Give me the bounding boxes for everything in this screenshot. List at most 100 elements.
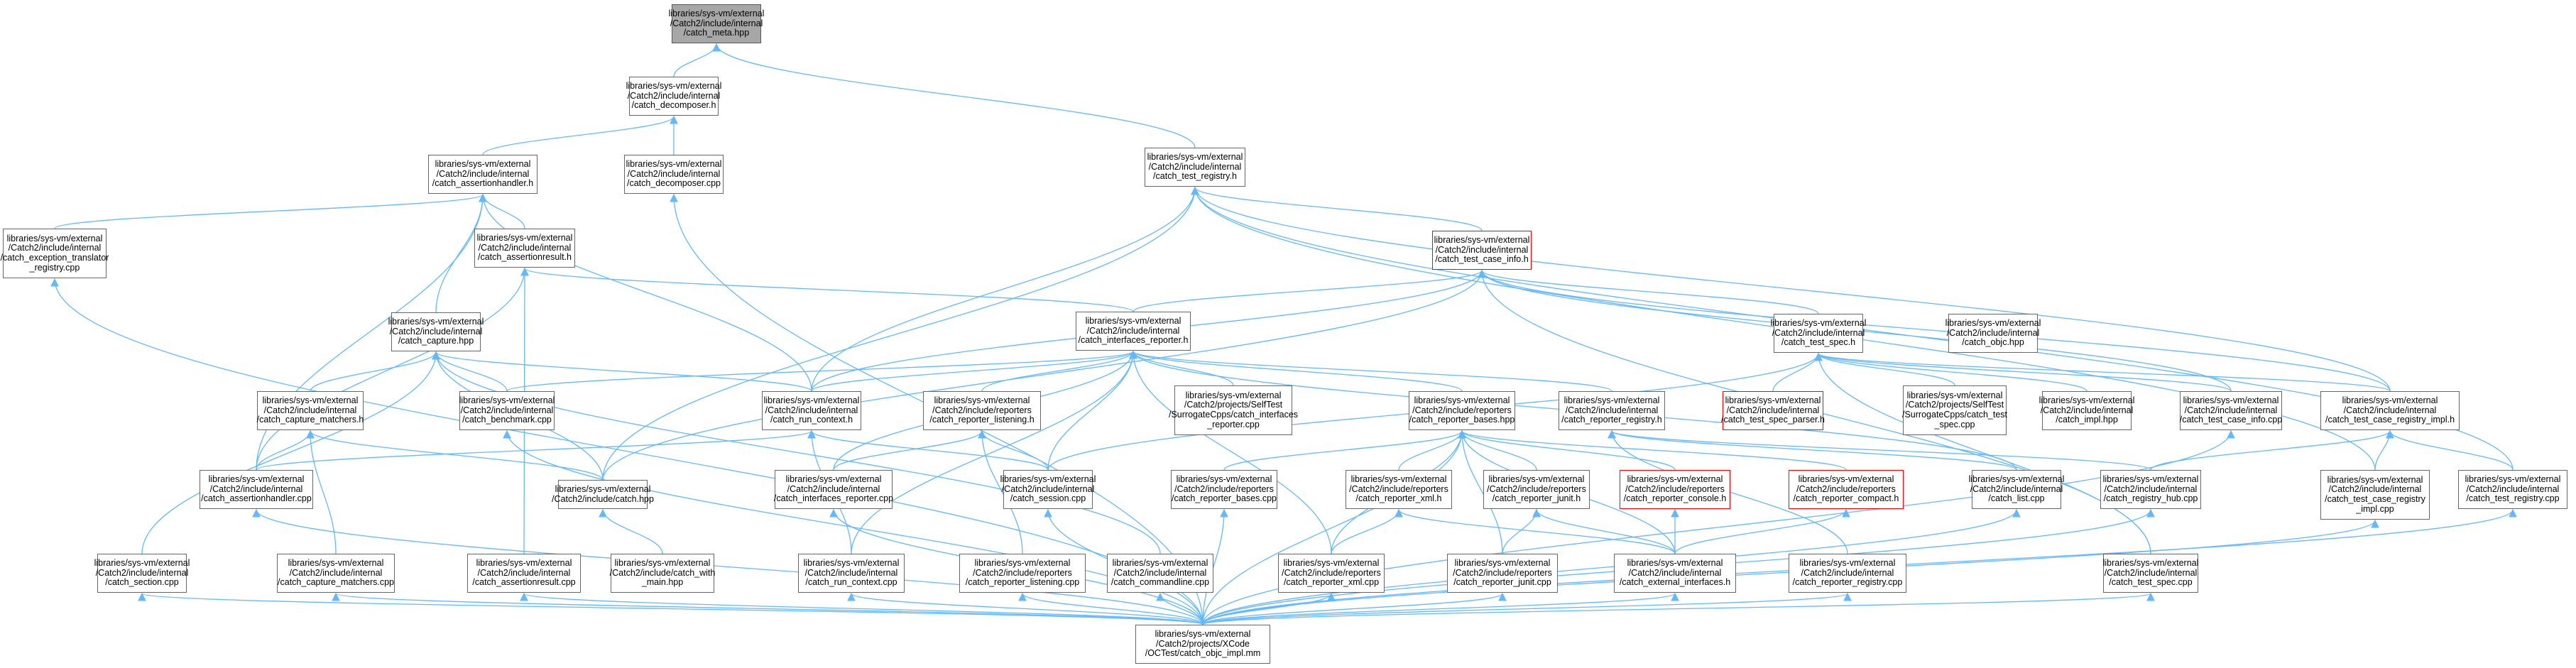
node-label-line: /catch_session.cpp [1010, 493, 1086, 504]
node-label-line: /catch_assertionhandler.cpp [201, 493, 312, 504]
node-catch-session-cpp[interactable]: libraries/sys-vm/external/Catch2/include… [1000, 470, 1096, 509]
node-label-line: /catch_external_interfaces.h [1619, 577, 1731, 588]
node-catch-test-case-info-cpp[interactable]: libraries/sys-vm/external/Catch2/include… [2180, 391, 2282, 430]
node-label-line: /Catch2/projects/SelfTest [1905, 400, 2004, 410]
node-label-line: /Catch2/include/reporters [1174, 483, 1274, 494]
node-catch-test-registry-h[interactable]: libraries/sys-vm/external/Catch2/include… [1145, 148, 1245, 187]
node-label-line: libraries/sys-vm/external [785, 474, 882, 485]
node-label-line: /Catch2/include/internal [289, 567, 383, 578]
node-catch-interfaces-reporter-h[interactable]: libraries/sys-vm/external/Catch2/include… [1076, 312, 1191, 351]
node-label-line: /Catch2/include/internal [627, 168, 721, 179]
edge-catch_reporter_xml_h-to-catch_reporter_bases_hpp [1398, 429, 1466, 471]
edge-catch_reporter_xml_cpp-to-catch_reporter_xml_h [1331, 508, 1403, 554]
node-catch-assertionresult-h[interactable]: libraries/sys-vm/external/Catch2/include… [474, 229, 575, 268]
node-label-line: /Catch2/include/catch.hpp [552, 493, 654, 504]
node-catch-exception-translator-registry-cpp[interactable]: libraries/sys-vm/external/Catch2/include… [1, 229, 109, 278]
node-catch-reporter-listening-h[interactable]: libraries/sys-vm/external/Catch2/include… [923, 391, 1041, 430]
node-catch-objc-hpp[interactable]: libraries/sys-vm/external/Catch2/include… [1945, 314, 2041, 353]
node-catch-hpp[interactable]: libraries/sys-vm/external/Catch2/include… [552, 480, 654, 509]
node-catch-test-case-registry-impl-h[interactable]: libraries/sys-vm/external/Catch2/include… [2320, 391, 2460, 430]
node-catch-commandline-cpp[interactable]: libraries/sys-vm/external/Catch2/include… [1107, 554, 1213, 593]
node-catch-interfaces-reporter-cpp-surrogate[interactable]: libraries/sys-vm/external/Catch2/project… [1169, 385, 1298, 435]
node-catch-external-interfaces-h[interactable]: libraries/sys-vm/external/Catch2/include… [1614, 554, 1736, 593]
edge-catch_list_cpp-to-catch_reporter_registry_h [1608, 429, 2017, 471]
node-label-line: /Catch2/include/internal [2184, 405, 2278, 415]
edge-catch_interfaces_reporter_cpp-to-catch_interfaces_reporter_h [1129, 350, 1234, 386]
node-catch-run-context-cpp[interactable]: libraries/sys-vm/external/Catch2/include… [798, 554, 905, 593]
node-catch-reporter-bases-hpp[interactable]: libraries/sys-vm/external/Catch2/include… [1409, 391, 1515, 430]
node-label-line: /Catch2/include/internal [627, 90, 721, 101]
node-label-line: /catch_test_spec.h [1781, 337, 1856, 348]
edge-catch_reporter_registry_h-to-catch_interfaces_reporter_h [1129, 350, 1612, 392]
edge-catch_session_cpp-to-catch_interfaces_reporter_h [1047, 350, 1137, 471]
node-catch-test-spec-parser-h[interactable]: libraries/sys-vm/external/Catch2/include… [1721, 391, 1825, 430]
node-label-line: /Catch2/include/internal [436, 168, 530, 179]
node-catch-test-case-info-h[interactable]: libraries/sys-vm/external/Catch2/include… [1432, 231, 1532, 270]
edge-catch_assertionhandler_cpp-to-catch_capture_matchers_h [256, 429, 315, 471]
node-label-line: libraries/sys-vm/external [2465, 474, 2561, 485]
node-catch-assertionhandler-h[interactable]: libraries/sys-vm/external/Catch2/include… [428, 155, 537, 194]
node-catch-capture-matchers-cpp[interactable]: libraries/sys-vm/external/Catch2/include… [277, 554, 395, 593]
edge-catch_objc_impl_mm-to-catch_external_interfaces_h [1202, 592, 1679, 625]
edge-catch_test_spec_cpp-to-catch_test_spec_h [1814, 352, 2151, 554]
node-catch-section-cpp[interactable]: libraries/sys-vm/external/Catch2/include… [94, 554, 190, 593]
node-label-line: /catch_test_spec.cpp [2109, 577, 2193, 588]
node-catch-test-registry-cpp[interactable]: libraries/sys-vm/external/Catch2/include… [2458, 470, 2567, 509]
node-label-line: /catch_test_case_registry_impl.h [2325, 415, 2455, 425]
node-label-line: /catch_test_registry.h [1153, 171, 1237, 182]
node-catch-reporter-compact-h[interactable]: libraries/sys-vm/external/Catch2/include… [1789, 470, 1904, 509]
node-catch-decomposer-cpp[interactable]: libraries/sys-vm/external/Catch2/include… [624, 155, 724, 194]
node-label-line: libraries/sys-vm/external [1488, 474, 1585, 485]
node-label-line: libraries/sys-vm/external [1627, 474, 1723, 485]
node-label-line: libraries/sys-vm/external [1799, 558, 1896, 569]
node-label-line: libraries/sys-vm/external [1147, 152, 1243, 163]
node-catch-reporter-bases-cpp[interactable]: libraries/sys-vm/external/Catch2/include… [1171, 470, 1277, 509]
node-catch-assertionhandler-cpp[interactable]: libraries/sys-vm/external/Catch2/include… [200, 470, 313, 509]
node-catch-test-spec-cpp-surrogate[interactable]: libraries/sys-vm/external/Catch2/project… [1902, 385, 2007, 435]
edge-catch_objc_impl_mm-to-catch_assertionresult_cpp [520, 592, 1204, 625]
node-label-line: libraries/sys-vm/external [1000, 474, 1096, 485]
edge-catch_exception_translator_registry_cpp-to-catch_assertionhandler_h [54, 193, 487, 229]
node-catch-benchmark-cpp[interactable]: libraries/sys-vm/external/Catch2/include… [459, 391, 555, 430]
node-catch-reporter-console-h[interactable]: libraries/sys-vm/external/Catch2/include… [1620, 470, 1730, 509]
node-catch-run-context-h[interactable]: libraries/sys-vm/external/Catch2/include… [762, 391, 861, 430]
node-catch-meta-hpp[interactable]: libraries/sys-vm/external/Catch2/include… [669, 4, 764, 43]
node-catch-reporter-listening-cpp[interactable]: libraries/sys-vm/external/Catch2/include… [959, 554, 1086, 593]
node-catch-reporter-junit-h[interactable]: libraries/sys-vm/external/Catch2/include… [1483, 470, 1590, 509]
node-label-line: /catch_reporter_junit.h [1492, 493, 1581, 504]
node-catch-assertionresult-cpp[interactable]: libraries/sys-vm/external/Catch2/include… [467, 554, 581, 593]
node-catch-registry-hub-cpp[interactable]: libraries/sys-vm/external/Catch2/include… [2100, 470, 2201, 509]
node-catch-impl-hpp[interactable]: libraries/sys-vm/external/Catch2/include… [2039, 391, 2134, 430]
node-label-line: libraries/sys-vm/external [1968, 474, 2065, 485]
edge-catch_test_case_registry_impl_h-to-catch_test_case_info_h [1478, 269, 2391, 392]
node-catch-reporter-xml-h[interactable]: libraries/sys-vm/external/Catch2/include… [1346, 470, 1452, 509]
node-label-line: libraries/sys-vm/external [1770, 318, 1867, 329]
edge-catch_assertionresult_h-to-catch_assertionhandler_h [479, 193, 525, 229]
node-label-line: /catch_capture_matchers.h [256, 415, 364, 425]
node-label-line: /Catch2/include/internal [8, 243, 102, 253]
node-label-line: libraries/sys-vm/external [476, 233, 573, 243]
node-label-line: libraries/sys-vm/external [208, 474, 305, 485]
node-catch-reporter-registry-h[interactable]: libraries/sys-vm/external/Catch2/include… [1559, 391, 1665, 430]
node-catch-capture-matchers-h[interactable]: libraries/sys-vm/external/Catch2/include… [257, 391, 364, 430]
node-catch-test-case-registry-impl-cpp[interactable]: libraries/sys-vm/external/Catch2/include… [2320, 470, 2430, 520]
node-catch-list-cpp[interactable]: libraries/sys-vm/external/Catch2/include… [1969, 470, 2064, 509]
node-label-line: /Catch2/include/internal [263, 405, 357, 415]
edge-catch_external_interfaces_h-to-catch_reporter_xml_h [1395, 508, 1676, 554]
node-catch-objc-impl-mm[interactable]: libraries/sys-vm/external/Catch2/project… [1135, 625, 1270, 664]
node-catch-capture-hpp[interactable]: libraries/sys-vm/external/Catch2/include… [388, 312, 484, 351]
edge-catch_hpp-to-catch_capture_matchers_h [306, 429, 604, 481]
node-catch-with-main-hpp[interactable]: libraries/sys-vm/external/Catch2/include… [610, 554, 715, 593]
node-catch-reporter-registry-cpp[interactable]: libraries/sys-vm/external/Catch2/include… [1789, 554, 1906, 593]
node-catch-reporter-junit-cpp[interactable]: libraries/sys-vm/external/Catch2/include… [1447, 554, 1558, 593]
node-label-line: /catch_interfaces_reporter.h [1078, 335, 1189, 346]
node-catch-decomposer-h[interactable]: libraries/sys-vm/external/Catch2/include… [626, 77, 721, 116]
node-catch-reporter-xml-cpp[interactable]: libraries/sys-vm/external/Catch2/include… [1278, 554, 1385, 593]
node-catch-interfaces-reporter-cpp[interactable]: libraries/sys-vm/external/Catch2/include… [774, 470, 893, 509]
node-catch-test-spec-h[interactable]: libraries/sys-vm/external/Catch2/include… [1771, 314, 1866, 353]
edge-catch_registry_hub_cpp-to-catch_test_case_registry_impl_h [2150, 429, 2394, 471]
edge-catch_decomposer_h-to-catch_meta_hpp [673, 43, 721, 77]
node-label-line: /Catch2/projects/XCode [1155, 638, 1250, 649]
node-catch-test-spec-cpp[interactable]: libraries/sys-vm/external/Catch2/include… [2103, 554, 2198, 593]
edge-catch_session_cpp-to-catch_run_context_h [807, 429, 1049, 471]
